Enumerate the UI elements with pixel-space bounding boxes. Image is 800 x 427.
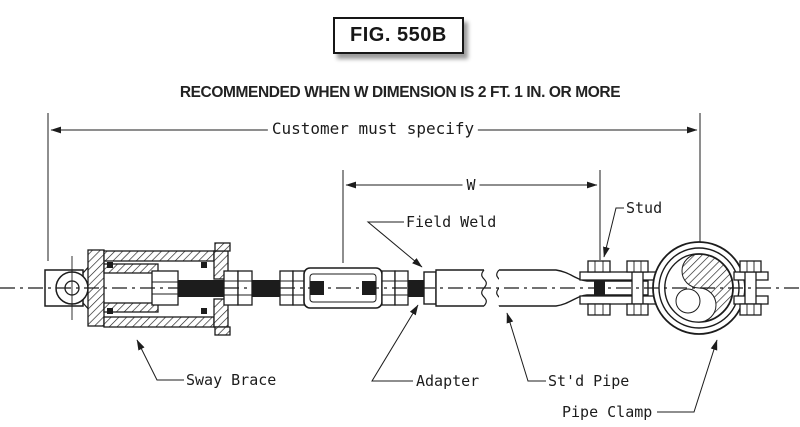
leader-lines	[136, 207, 718, 413]
field-weld-label: Field Weld	[406, 213, 497, 231]
pipe-clamp-drawing	[652, 241, 769, 335]
adapter-leader	[371, 304, 419, 382]
std-pipe-label: St'd Pipe	[548, 372, 630, 390]
figure-number-box: FIG. 550B	[333, 17, 464, 54]
stud-nuts	[587, 260, 611, 316]
sway-brace-leader	[136, 339, 184, 381]
seal-blocks	[107, 262, 207, 314]
figure-number: FIG. 550B	[350, 24, 447, 46]
customer-dimension-label: Customer must specify	[267, 120, 479, 138]
pipe-section-ball	[675, 288, 701, 314]
sway-brace-label: Sway Brace	[186, 371, 277, 389]
stud-label: Stud	[626, 199, 663, 217]
std-pipe-leader	[506, 312, 546, 382]
recommendation-note: RECOMMENDED WHEN W DIMENSION IS 2 FT. 1 …	[179, 84, 621, 101]
sway-brace-drawing	[87, 242, 231, 336]
field-weld-leader	[366, 221, 423, 268]
pipe-clamp-leader	[657, 339, 718, 413]
pipe-clamp-label: Pipe Clamp	[562, 403, 653, 421]
extension-lines	[47, 113, 701, 263]
w-dimension-label: W	[462, 176, 480, 194]
stud-leader	[603, 207, 624, 258]
adapter-label: Adapter	[416, 372, 480, 390]
